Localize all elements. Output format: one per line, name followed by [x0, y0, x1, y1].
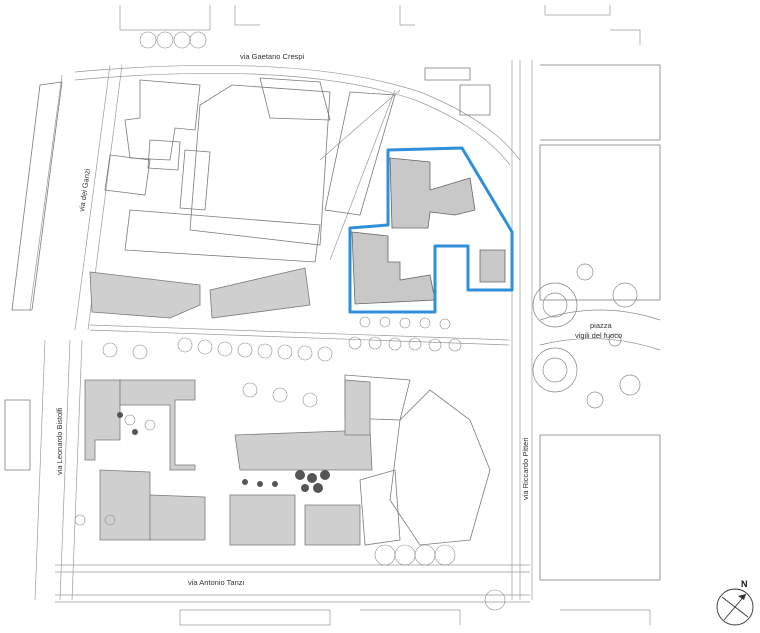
street-label-via-leonardo-bistolfi: via Leonardo Bistolfi [55, 407, 64, 475]
square-label-line1: piazza [590, 321, 613, 330]
tree-clusters [117, 412, 330, 493]
north-arrow: N [716, 579, 754, 626]
trees [74, 31, 506, 611]
square-label-line2: vigili del fuoco [575, 331, 622, 340]
filled-buildings [84, 267, 373, 546]
street-label-via-antonio-tanzi: via Antonio Tanzi [188, 578, 244, 587]
piazza-features [532, 263, 661, 409]
street-label-via-gaetano-crespi: via Gaetano Crespi [240, 52, 305, 61]
road-lines [29, 5, 651, 626]
site-buildings [351, 157, 506, 305]
north-arrow-icon [738, 594, 746, 600]
north-arrow-label: N [741, 579, 748, 589]
building-outlines [4, 64, 661, 581]
north-arrow-circle [716, 588, 754, 626]
project-boundary [348, 146, 514, 314]
street-label-via-dei-ganzi: via dei Ganzi [77, 168, 92, 213]
street-label-via-riccardo-pitteri: via Riccardo Pitteri [521, 437, 530, 500]
